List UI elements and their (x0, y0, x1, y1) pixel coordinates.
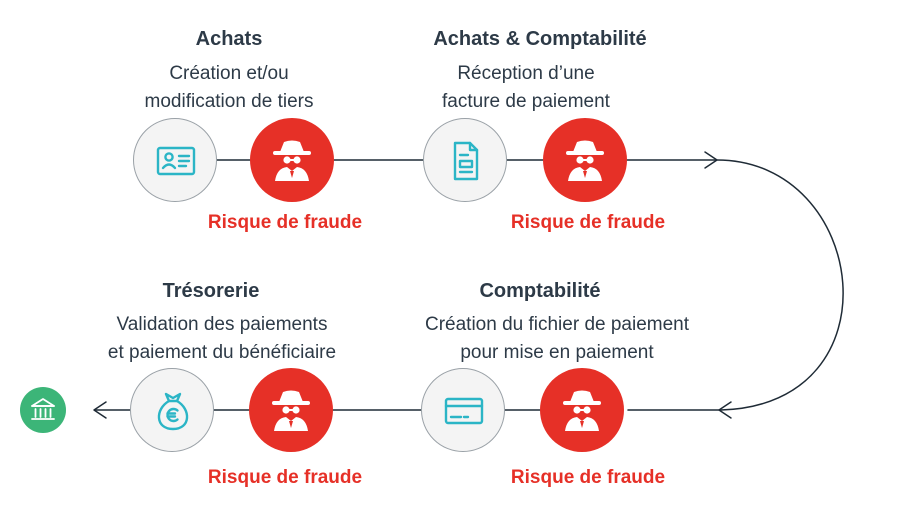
spy-icon (273, 140, 311, 181)
step-desc-tresorerie-line2: et paiement du bénéficiaire (107, 342, 337, 363)
step-circle-achats-comptabilite (423, 118, 507, 202)
step-circle-comptabilite (421, 368, 505, 452)
fraud-circle-achats-comptabilite (543, 118, 627, 202)
step-desc-achats-line2: modification de tiers (144, 91, 314, 112)
step-desc-tresorerie-line1: Validation des paiements (116, 314, 328, 335)
step-circle-tresorerie (130, 368, 214, 452)
step-desc-achats-comptabilite-line1: Réception d’une (457, 63, 595, 84)
step-desc-comptabilite-line1: Création du fichier de paiement (424, 314, 690, 335)
fraud-circle-comptabilite (540, 368, 624, 452)
spy-icon (563, 390, 601, 431)
risk-label-achats: Risque de fraude (207, 212, 363, 233)
risk-label-achats-comptabilite: Risque de fraude (510, 212, 666, 233)
step-desc-achats-line1: Création et/ou (169, 63, 289, 84)
risk-label-comptabilite: Risque de fraude (510, 467, 666, 488)
spy-icon (272, 390, 310, 431)
step-title-comptabilite: Comptabilité (479, 280, 601, 302)
bank-icon (31, 398, 55, 420)
document-icon (453, 141, 479, 181)
step-title-achats-comptabilite: Achats & Comptabilité (433, 28, 647, 50)
credit-card-icon (444, 397, 484, 425)
arrowhead-left (93, 401, 107, 419)
fraud-circle-achats (250, 118, 334, 202)
step-circle-achats (133, 118, 217, 202)
step-desc-achats-comptabilite-line2: facture de paiement (442, 91, 610, 112)
id-card-icon (156, 146, 196, 176)
risk-label-tresorerie: Risque de fraude (207, 467, 363, 488)
step-title-achats: Achats (195, 28, 263, 50)
fraud-circle-tresorerie (249, 368, 333, 452)
spy-icon (566, 140, 604, 181)
money-bag-euro-icon (157, 392, 189, 431)
step-title-tresorerie: Trésorerie (162, 280, 260, 302)
connector-curve (716, 159, 844, 411)
step-desc-comptabilite-line2: pour mise en paiement (460, 342, 654, 363)
bank-endpoint (20, 387, 66, 433)
